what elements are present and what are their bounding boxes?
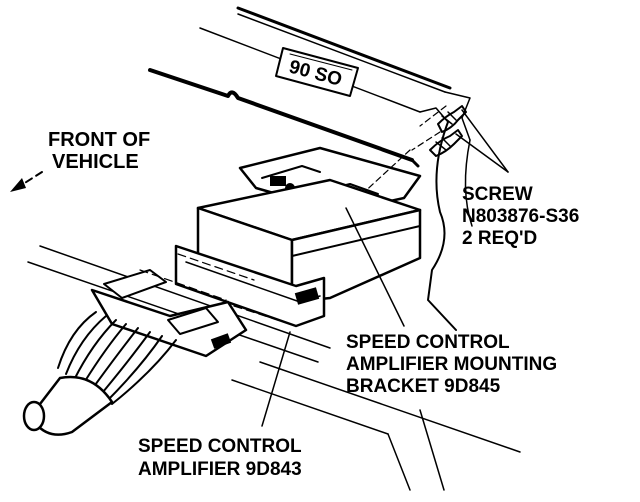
part-tag: 90 SO (275, 47, 359, 97)
side-panel (27, 121, 521, 491)
label-front-of-vehicle: FRONT OF VEHICLE (48, 129, 150, 173)
screw-line2: N803876-S36 (462, 206, 579, 227)
front-line1: FRONT OF (48, 129, 150, 151)
leader-lines (261, 109, 509, 427)
label-mounting-bracket: SPEED CONTROL AMPLIFIER MOUNTING BRACKET… (346, 332, 557, 397)
front-line2: VEHICLE (52, 151, 139, 173)
wire-harness (22, 311, 177, 436)
bracket-line1: SPEED CONTROL (346, 332, 510, 353)
upper-panel (148, 6, 471, 168)
front-direction-arrow (10, 171, 43, 192)
screw-line1: SCREW (462, 184, 533, 205)
screw-icon (411, 105, 467, 157)
amp-line1: SPEED CONTROL (138, 436, 302, 457)
label-amplifier: SPEED CONTROL AMPLIFIER 9D843 (138, 436, 302, 480)
bracket-line2: AMPLIFIER MOUNTING (346, 354, 557, 375)
label-screw: SCREW N803876-S36 2 REQ'D (462, 184, 579, 249)
bracket-line3: BRACKET 9D845 (346, 376, 501, 397)
screw-line3: 2 REQ'D (462, 228, 537, 249)
amp-line2: AMPLIFIER 9D843 (138, 459, 302, 480)
amplifier-module (174, 178, 422, 328)
